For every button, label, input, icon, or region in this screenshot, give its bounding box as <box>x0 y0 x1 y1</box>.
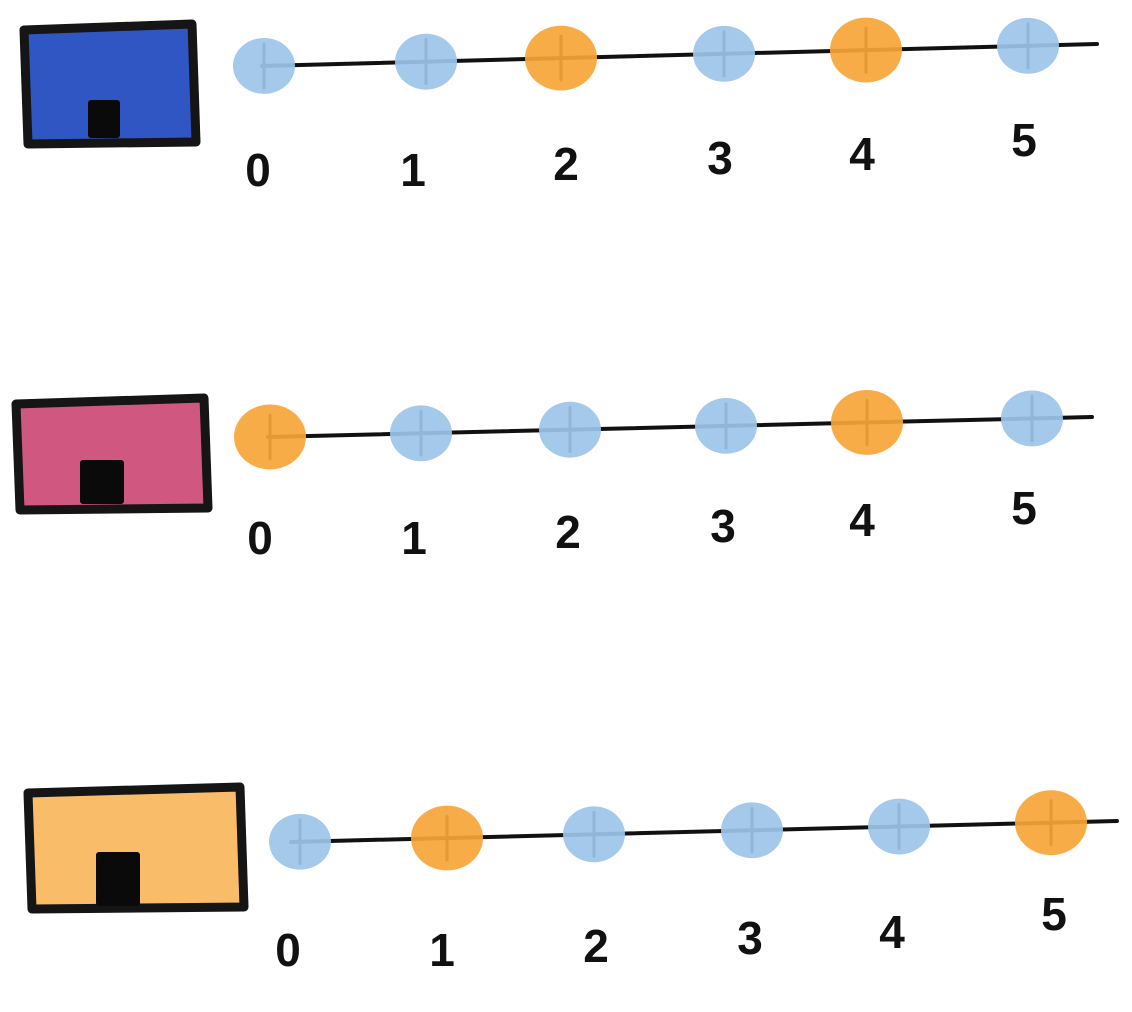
house-icon <box>19 19 201 149</box>
position-label: 1 <box>401 512 427 564</box>
position-dot <box>390 405 452 462</box>
position-label: 3 <box>710 500 736 552</box>
house-icon <box>11 393 213 515</box>
position-dot <box>721 802 783 859</box>
highlighted-position-dot <box>1015 790 1087 856</box>
row-2: 0 1 2 3 4 5 <box>23 782 1119 976</box>
highlighted-position-dot <box>830 17 902 83</box>
house-icon <box>23 782 249 914</box>
position-dot <box>1001 390 1063 447</box>
row-0: 0 1 2 3 4 5 <box>19 17 1099 196</box>
position-label: 2 <box>555 506 581 558</box>
position-dot <box>233 38 295 94</box>
highlighted-position-dot <box>411 805 483 871</box>
position-label: 4 <box>849 494 875 546</box>
position-dot <box>539 401 601 458</box>
house-door-icon <box>96 852 140 906</box>
row-1: 0 1 2 3 4 5 <box>11 390 1094 564</box>
position-label: 0 <box>275 924 301 976</box>
position-label: 2 <box>553 138 579 190</box>
highlighted-position-dot <box>831 390 903 455</box>
position-dot <box>563 806 625 863</box>
position-dot <box>693 25 755 82</box>
position-label: 1 <box>400 144 426 196</box>
position-label: 1 <box>429 924 455 976</box>
position-label: 0 <box>247 512 273 564</box>
position-label: 2 <box>583 920 609 972</box>
house-door-icon <box>88 100 120 138</box>
position-label: 5 <box>1011 114 1037 166</box>
position-dot <box>269 813 331 870</box>
highlighted-position-dot <box>234 404 306 470</box>
position-dot <box>868 798 930 855</box>
position-label: 0 <box>245 144 271 196</box>
position-label: 3 <box>707 132 733 184</box>
position-label: 5 <box>1011 482 1037 534</box>
position-label: 5 <box>1041 888 1067 940</box>
highlighted-position-dot <box>525 25 597 91</box>
position-dot <box>395 33 457 90</box>
position-label: 4 <box>849 128 875 180</box>
position-dot <box>997 17 1059 74</box>
position-label: 3 <box>737 912 763 964</box>
number-line <box>260 42 1099 68</box>
position-label: 4 <box>879 906 905 958</box>
position-dot <box>695 397 757 454</box>
house-door-icon <box>80 460 124 504</box>
